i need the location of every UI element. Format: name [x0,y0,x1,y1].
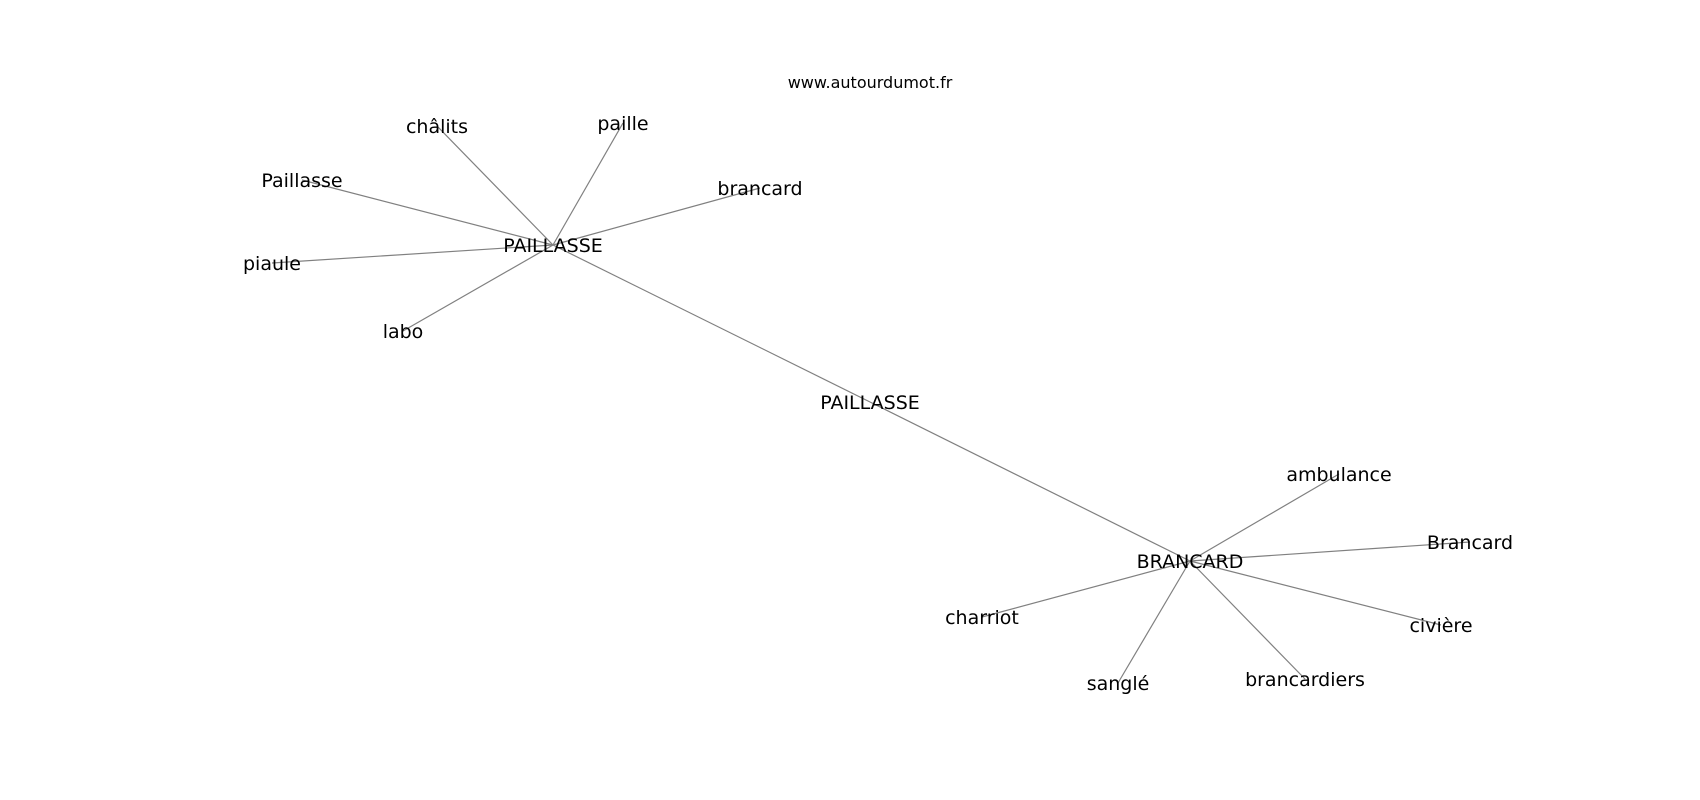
node-label-hub-brancard[interactable]: BRANCARD [1137,551,1244,573]
node-label-sangle[interactable]: sanglé [1087,673,1150,695]
edge-hub_brancard-brancardiers [1189,560,1306,680]
node-label-ambulance[interactable]: ambulance [1286,464,1391,486]
edge-hub_paillasse-chalits [436,125,554,246]
node-label-center[interactable]: PAILLASSE [820,392,920,414]
graph-edges [271,122,1471,684]
edge-hub_brancard-brancard_cap [1189,541,1471,562]
edge-hub_brancard-ambulance [1189,473,1340,562]
node-label-paillasse-lc[interactable]: Paillasse [261,170,342,192]
node-label-brancard-cap[interactable]: Brancard [1427,532,1513,554]
edge-hub_brancard-civiere [1189,560,1442,626]
source-watermark: www.autourdumot.fr [788,73,953,92]
edge-hub_paillasse-brancard_lc [552,187,761,246]
edge-hub_paillasse-piaule [271,244,554,264]
node-label-chalits[interactable]: châlits [406,116,468,138]
edge-center-hub_brancard [869,401,1191,562]
node-label-hub-paillasse[interactable]: PAILLASSE [503,235,603,257]
node-label-paille[interactable]: paille [597,113,648,135]
node-label-labo[interactable]: labo [383,321,424,343]
graph-nodes: PAILLASSE PAILLASSE BRANCARD châlits pailleP… [243,113,1513,695]
edge-hub_paillasse-paille [552,122,624,246]
node-label-brancardiers[interactable]: brancardiers [1245,669,1365,691]
edge-hub_brancard-sangle [1117,560,1191,684]
edge-hub_brancard-charriot [981,560,1191,618]
node-label-civiere[interactable]: civière [1409,615,1472,637]
edge-hub_paillasse-labo [402,244,554,332]
node-label-piaule[interactable]: piaule [243,253,301,275]
node-label-brancard-lc[interactable]: brancard [717,178,802,200]
edge-hub_paillasse-center [552,244,871,403]
edge-hub_paillasse-paillasse_lc [301,179,554,246]
node-label-charriot[interactable]: charriot [945,607,1019,629]
